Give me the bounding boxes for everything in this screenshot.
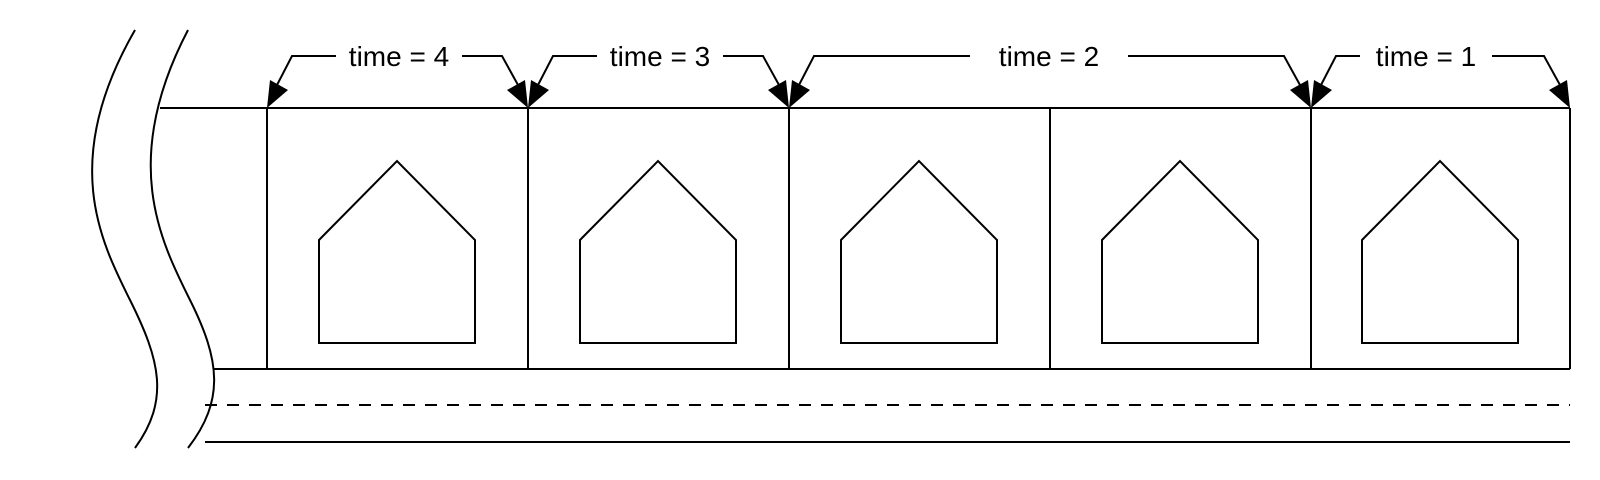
time-bracket-2: time = 2 (789, 41, 1311, 108)
arrowhead-icon (528, 80, 549, 108)
time-label: time = 4 (349, 41, 449, 72)
arrowhead-icon (768, 80, 789, 108)
arrowhead-icon (267, 80, 288, 108)
time-label: time = 2 (999, 41, 1099, 72)
arrowhead-icon (789, 80, 810, 108)
time-label: time = 3 (610, 41, 710, 72)
break-line-left (91, 29, 159, 449)
time-label: time = 1 (1376, 41, 1476, 72)
arrowhead-icon (1549, 80, 1570, 108)
house-icon (1361, 159, 1519, 344)
break-line-right (149, 29, 216, 449)
time-bracket-1: time = 1 (1311, 41, 1570, 108)
house-icon (318, 159, 476, 344)
house-icon (579, 159, 737, 344)
house-icon (840, 159, 998, 344)
time-bracket-3: time = 3 (528, 41, 789, 108)
arrowhead-icon (507, 80, 528, 108)
arrowhead-icon (1290, 80, 1311, 108)
time-bracket-4: time = 4 (267, 41, 528, 108)
arrowhead-icon (1311, 80, 1332, 108)
house-icon (1101, 159, 1259, 344)
